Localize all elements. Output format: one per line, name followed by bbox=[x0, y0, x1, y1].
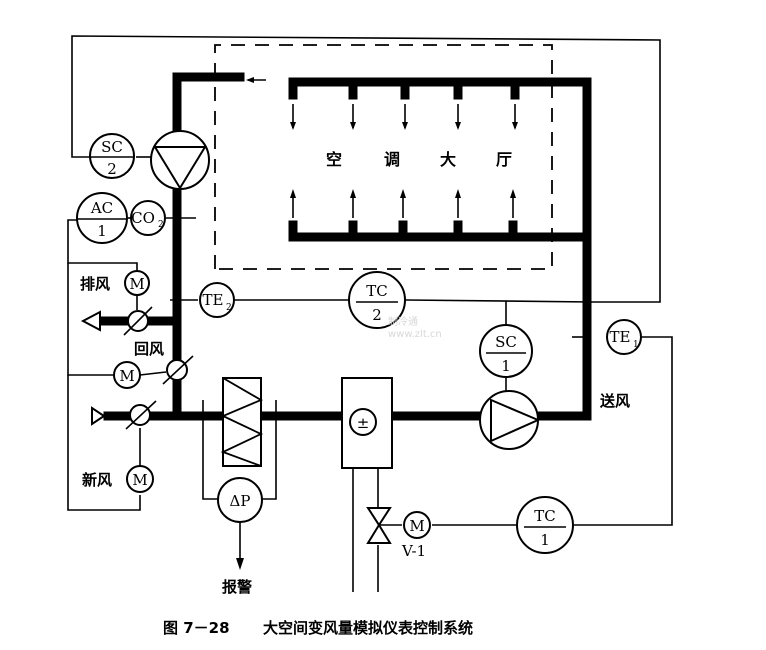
up-arrow-icon bbox=[350, 189, 356, 198]
return-damper-motor[interactable]: M bbox=[113, 361, 141, 389]
te2-sensor[interactable]: TE 2 bbox=[199, 282, 235, 318]
te1-tag: TE bbox=[610, 328, 631, 346]
coil-symbol: ± bbox=[357, 414, 370, 432]
tc1-tag: TC bbox=[534, 507, 555, 525]
te2-subscript: 2 bbox=[226, 303, 232, 313]
sc1-loop: 1 bbox=[501, 357, 511, 375]
valve-tag: V-1 bbox=[401, 542, 426, 560]
supply-fan bbox=[479, 390, 541, 450]
exhaust-damper[interactable] bbox=[123, 306, 153, 336]
return-duct bbox=[172, 72, 245, 135]
watermark: 制冷通 bbox=[388, 315, 418, 328]
supply-air-label: 送风 bbox=[599, 392, 630, 410]
room-label-char: 大 bbox=[440, 150, 456, 169]
te2-tag: TE bbox=[203, 291, 224, 309]
signal-line-te1-tc1 bbox=[574, 336, 673, 526]
return-fan bbox=[150, 130, 210, 190]
down-arrows bbox=[290, 104, 518, 130]
watermark-url: www.zlt.cn bbox=[388, 329, 442, 340]
figure-number: 图 7－28 bbox=[163, 619, 230, 637]
signal-line-dp-left bbox=[202, 400, 218, 500]
motor-label: M bbox=[409, 517, 424, 535]
supply-duct bbox=[288, 77, 592, 421]
dp-tag: ΔP bbox=[230, 492, 251, 510]
co2-subscript: 2 bbox=[158, 220, 164, 230]
exhaust-air-label: 排风 bbox=[80, 275, 110, 293]
sc1-controller[interactable]: SC 1 bbox=[479, 324, 533, 378]
tc2-controller[interactable]: TC 2 bbox=[348, 271, 406, 329]
sc2-tag: SC bbox=[101, 138, 123, 156]
tc1-controller[interactable]: TC 1 bbox=[516, 496, 574, 554]
room-boundary bbox=[214, 44, 553, 270]
ac1-tag: AC bbox=[90, 199, 113, 217]
fan-triangle-icon bbox=[153, 146, 207, 190]
te1-sensor[interactable]: TE 1 bbox=[606, 319, 642, 355]
down-arrow-icon bbox=[455, 122, 461, 130]
co2-sensor[interactable]: CO 2 bbox=[130, 200, 166, 236]
up-arrow-icon bbox=[510, 189, 516, 198]
tc2-loop: 2 bbox=[372, 306, 382, 324]
figure-caption: 大空间变风量模拟仪表控制系统 bbox=[263, 619, 473, 637]
return-damper[interactable] bbox=[162, 355, 194, 385]
sc2-loop: 2 bbox=[107, 160, 117, 178]
coil: ± bbox=[341, 377, 393, 469]
up-arrow-icon bbox=[455, 189, 461, 198]
valve-v1[interactable] bbox=[366, 507, 392, 544]
return-inlet-arrow-icon bbox=[246, 77, 254, 83]
ac1-loop: 1 bbox=[97, 222, 107, 240]
fresh-air-damper[interactable] bbox=[125, 400, 157, 430]
signal-line-ac1-fresh bbox=[67, 375, 141, 511]
down-arrow-icon bbox=[350, 122, 356, 130]
up-arrow-icon bbox=[400, 189, 406, 198]
signal-line-dp-right bbox=[262, 400, 277, 500]
fresh-air-damper-motor[interactable]: M bbox=[126, 465, 154, 493]
up-arrow-icon bbox=[290, 189, 296, 198]
sc1-tag: SC bbox=[495, 333, 517, 351]
room-label-char: 调 bbox=[384, 150, 400, 169]
signal-line-sc2-top bbox=[71, 35, 661, 303]
alarm-label: 报警 bbox=[222, 578, 252, 596]
room-label-char: 厅 bbox=[496, 150, 512, 169]
motor-label: M bbox=[119, 367, 134, 385]
fresh-air-label: 新风 bbox=[82, 471, 112, 489]
exhaust-arrow-icon bbox=[80, 310, 101, 332]
valve-motor[interactable]: M bbox=[403, 511, 431, 539]
sc2-controller[interactable]: SC 2 bbox=[89, 133, 135, 179]
alarm-arrow-icon bbox=[236, 558, 244, 570]
te1-subscript: 1 bbox=[633, 340, 639, 350]
link-return-motor-damper bbox=[139, 371, 167, 376]
return-air-label: 回风 bbox=[134, 340, 164, 358]
tc2-tag: TC bbox=[366, 282, 387, 300]
exhaust-damper-motor[interactable]: M bbox=[124, 270, 150, 296]
tc1-loop: 1 bbox=[540, 531, 550, 549]
filter-zigzag-icon bbox=[220, 377, 264, 467]
room-label-char: 空 bbox=[326, 150, 342, 169]
ac1-controller[interactable]: AC 1 bbox=[76, 192, 128, 244]
down-arrow-icon bbox=[512, 122, 518, 130]
filter bbox=[220, 377, 264, 467]
signal-line-tc2-right bbox=[405, 299, 593, 303]
down-arrow-icon bbox=[290, 122, 296, 130]
co2-tag: CO bbox=[131, 209, 155, 227]
fan-triangle-icon bbox=[490, 398, 541, 443]
motor-label: M bbox=[132, 471, 147, 489]
fresh-air-inlet-icon bbox=[91, 406, 106, 426]
up-arrows bbox=[290, 189, 516, 218]
dp-switch[interactable]: ΔP bbox=[217, 477, 263, 523]
motor-label: M bbox=[129, 275, 144, 293]
down-arrow-icon bbox=[402, 122, 408, 130]
